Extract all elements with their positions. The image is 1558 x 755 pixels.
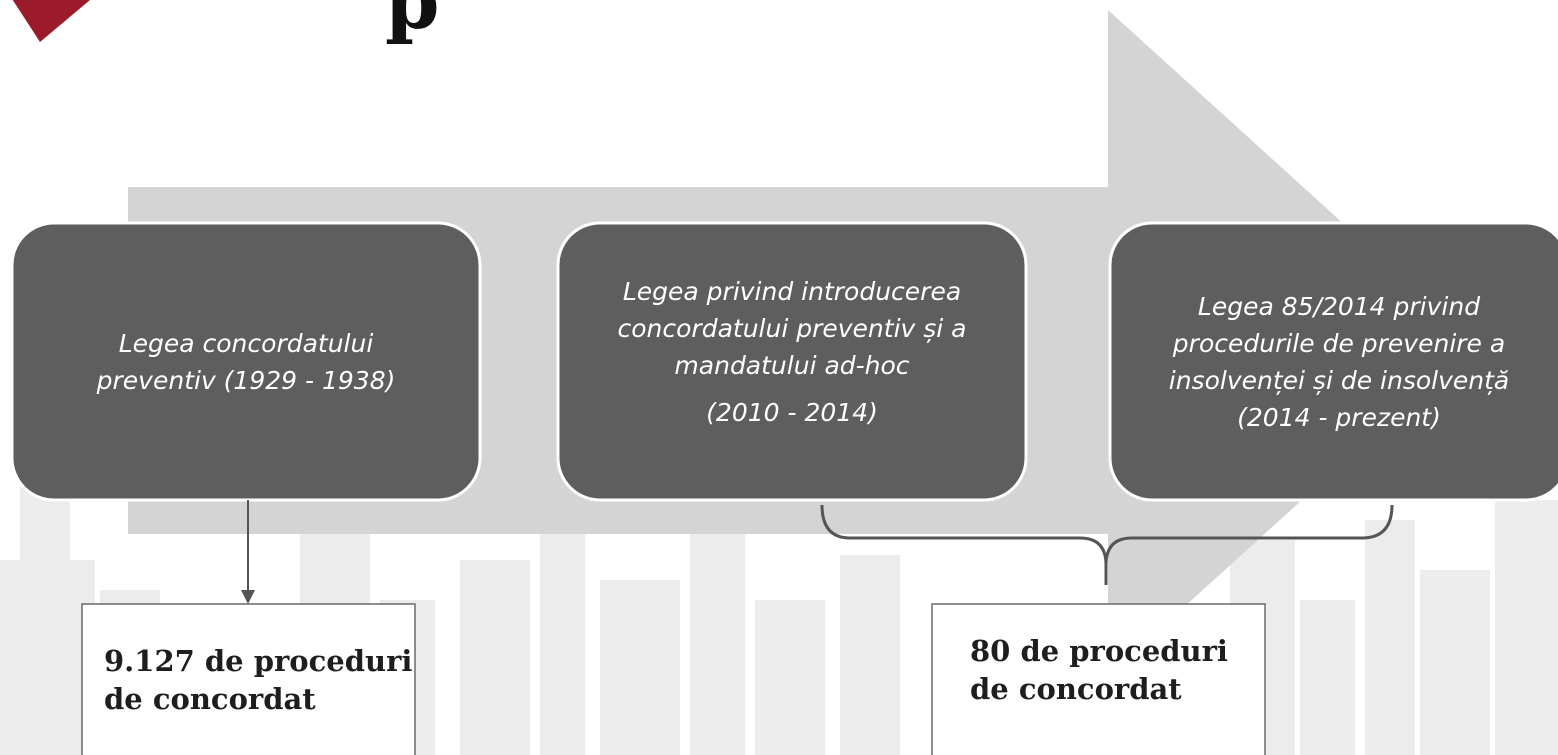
result-box-2 — [931, 603, 1266, 755]
result-box-1 — [81, 603, 416, 755]
result-1-line-1: 9.127 de proceduri — [104, 644, 413, 678]
stage-box-3 — [1108, 221, 1558, 502]
result-2-label: 80 de proceduri de concordat — [970, 632, 1228, 708]
result-2-line-2: de concordat — [970, 672, 1182, 706]
stage-3-line-3: insolvenței și de insolvență — [1168, 365, 1510, 395]
stage-1-line-1: Legea concordatului — [118, 328, 374, 358]
stage-2-line-4: (2010 - 2014) — [706, 398, 878, 427]
stage-1-label: Legea concordatului preventiv (1929 - 19… — [12, 223, 480, 500]
curly-brace — [820, 504, 1394, 585]
stage-2-line-2: concordatului preventiv și a — [617, 314, 967, 343]
stage-box-1 — [10, 221, 482, 502]
stage-3-line-2: procedurile de prevenire a — [1172, 328, 1506, 358]
stage-1-line-2: preventiv (1929 - 1938) — [96, 365, 396, 395]
stage-2-line-1: Legea privind introducerea — [622, 277, 962, 306]
result-1-line-2: de concordat — [104, 682, 316, 716]
arrowhead-icon — [241, 590, 255, 604]
result-1-label: 9.127 de proceduri de concordat — [104, 642, 412, 718]
result-2-line-1: 80 de proceduri — [970, 634, 1228, 668]
stage-3-line-1: Legea 85/2014 privind — [1197, 291, 1481, 321]
slide-title-fragment: p — [385, 0, 440, 47]
diamond-logo-icon — [12, 0, 90, 42]
stage-3-label: Legea 85/2014 privind procedurile de pre… — [1110, 223, 1558, 500]
stage-2-line-3: mandatului ad-hoc — [674, 351, 910, 380]
stage-2-label: Legea privind introducerea concordatului… — [558, 223, 1026, 500]
stage-3-line-4: (2014 - prezent) — [1237, 402, 1441, 432]
stage-box-2 — [556, 221, 1028, 502]
